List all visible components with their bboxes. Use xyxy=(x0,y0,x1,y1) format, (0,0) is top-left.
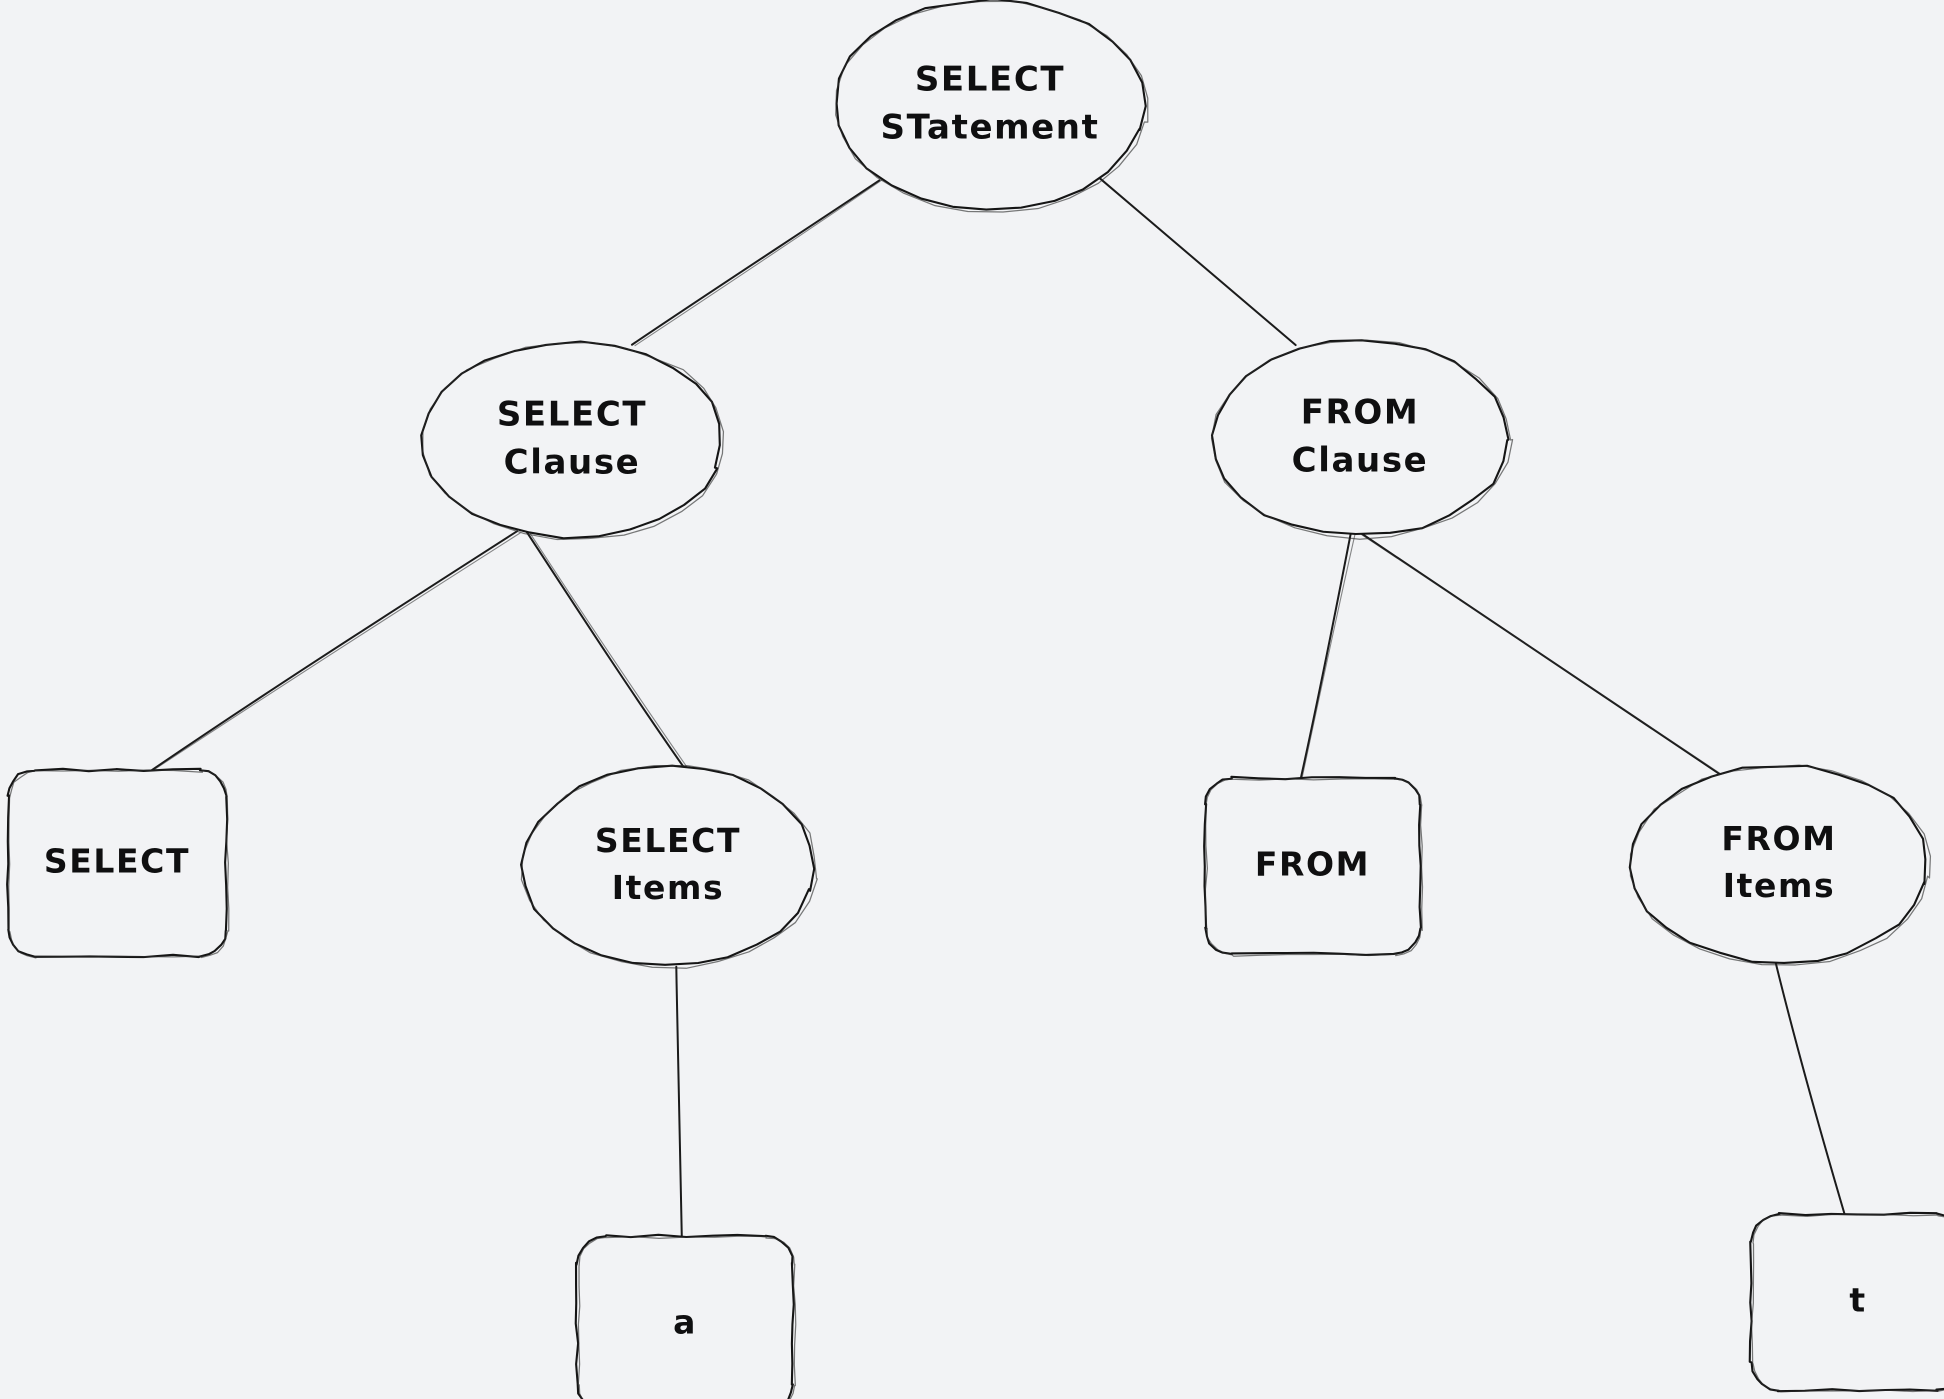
edge-from-clause-to-from-items xyxy=(1359,531,1724,776)
node-column-a-label-line-1: a xyxy=(673,1303,697,1342)
edge-select-items-to-column-a-stroke xyxy=(675,965,683,1239)
edge-select-clause-to-select-terminal xyxy=(148,530,521,774)
node-select-terminal-shape-secondary xyxy=(8,769,230,959)
node-select-items-shape[interactable] xyxy=(520,764,816,966)
node-from-terminal-label-line-1: FROM xyxy=(1255,845,1370,884)
node-select-statement-label-line-1: SELECT xyxy=(915,59,1065,99)
node-table-t-shape-secondary xyxy=(1750,1213,1944,1393)
node-select-statement-shape-secondary xyxy=(835,0,1149,213)
node-column-a[interactable]: a xyxy=(574,1233,797,1399)
edge-from-items-to-table-t xyxy=(1774,960,1847,1217)
node-select-statement-label-line-2: STatement xyxy=(881,108,1100,148)
edge-from-clause-to-from-terminal-stroke-secondary xyxy=(1301,533,1356,780)
edge-root-to-from-clause-stroke xyxy=(1098,177,1297,347)
edge-root-to-select-clause-stroke-secondary xyxy=(634,179,883,347)
node-select-items-label-line-2: Items xyxy=(612,868,724,907)
edge-from-clause-to-from-items-stroke-secondary xyxy=(1361,534,1724,776)
node-from-clause-shape-secondary xyxy=(1210,339,1514,540)
node-from-clause-label-line-1: FROM xyxy=(1301,392,1420,432)
node-select-statement[interactable]: SELECT STatement xyxy=(835,0,1149,213)
edge-select-clause-to-select-terminal-stroke-secondary xyxy=(150,532,521,773)
edge-root-to-select-clause-stroke xyxy=(630,179,881,346)
edge-root-to-select-clause xyxy=(630,179,883,347)
edge-select-clause-to-select-items-stroke xyxy=(525,531,687,771)
node-select-clause-shape-secondary xyxy=(422,341,725,541)
node-from-terminal[interactable]: FROM xyxy=(1203,775,1424,957)
node-table-t-label-line-1: t xyxy=(1849,1281,1866,1320)
edge-select-clause-to-select-terminal-stroke xyxy=(148,530,518,774)
edge-root-to-from-clause xyxy=(1098,177,1297,347)
node-select-items[interactable]: SELECT Items xyxy=(520,764,818,969)
node-table-t[interactable]: t xyxy=(1748,1211,1944,1393)
node-select-items-shape-secondary xyxy=(520,764,818,969)
edge-select-clause-to-select-items xyxy=(525,531,690,771)
node-from-clause[interactable]: FROM Clause xyxy=(1210,339,1514,540)
node-from-items-label-line-1: FROM xyxy=(1721,819,1836,858)
node-from-items-shape-secondary xyxy=(1629,764,1932,966)
edge-from-clause-to-from-terminal xyxy=(1299,531,1356,780)
node-from-items[interactable]: FROM Items xyxy=(1628,764,1932,966)
node-select-terminal-label-line-1: SELECT xyxy=(44,842,190,881)
node-select-clause-label-line-2: Clause xyxy=(504,443,641,483)
node-from-clause-label-line-2: Clause xyxy=(1292,441,1429,481)
edge-select-items-to-column-a xyxy=(675,965,683,1239)
node-select-clause-label-line-1: SELECT xyxy=(497,394,647,434)
edge-from-items-to-table-t-stroke xyxy=(1774,960,1847,1217)
edge-select-clause-to-select-items-stroke-secondary xyxy=(529,532,690,771)
node-from-items-label-line-2: Items xyxy=(1723,866,1835,905)
node-select-items-label-line-1: SELECT xyxy=(595,821,741,860)
node-select-terminal[interactable]: SELECT xyxy=(6,767,230,959)
node-from-terminal-shape-secondary xyxy=(1204,778,1424,957)
edge-from-clause-to-from-terminal-stroke xyxy=(1299,531,1352,780)
edges-layer xyxy=(148,177,1847,1239)
nodes-layer: SELECTSTatementSELECTClauseFROMClauseSEL… xyxy=(6,0,1944,1399)
node-table-t-shape[interactable] xyxy=(1748,1211,1944,1393)
node-from-items-shape[interactable] xyxy=(1628,764,1927,965)
node-select-clause[interactable]: SELECT Clause xyxy=(420,340,725,541)
node-column-a-shape-secondary xyxy=(577,1235,797,1399)
